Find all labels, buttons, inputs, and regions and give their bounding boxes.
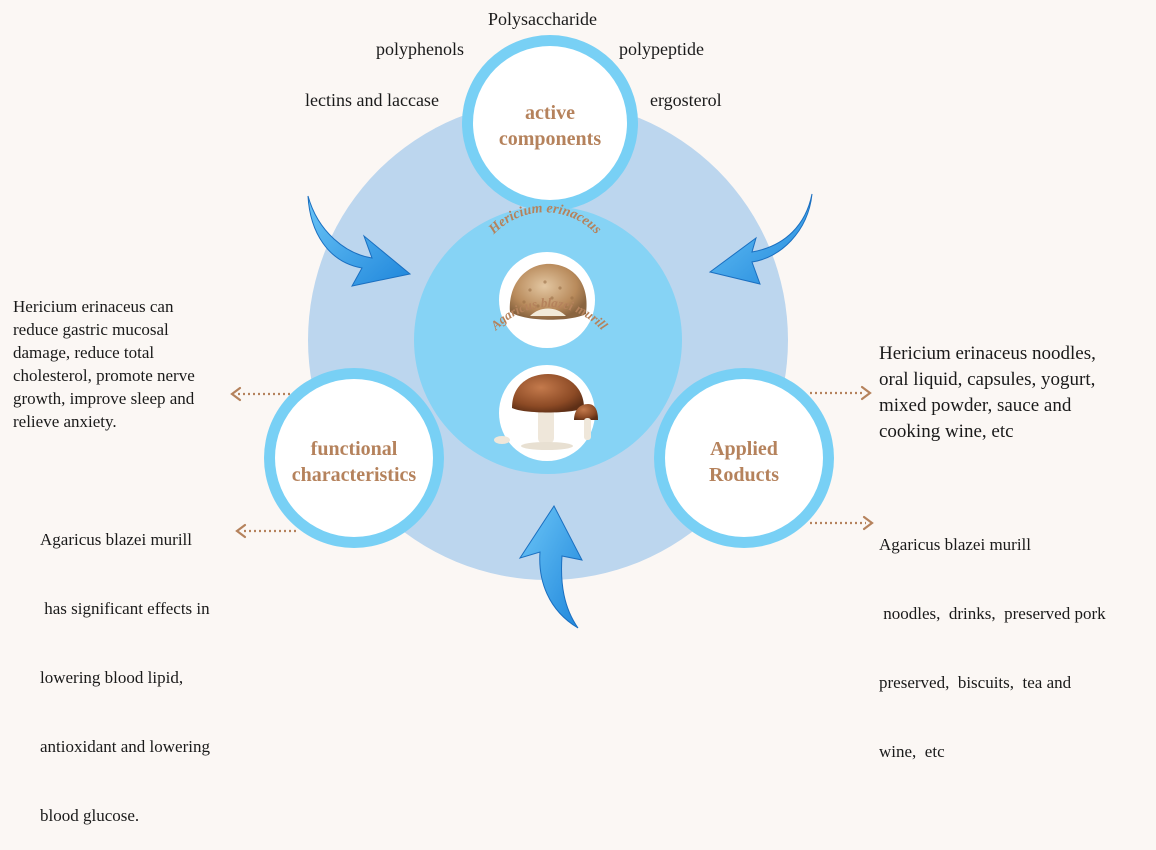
text-line: Agaricus blazei murill [879,535,1032,554]
node-active-line2: components [498,128,602,150]
arrowhead-right-2-icon [862,515,874,531]
connector-arrows [238,391,866,533]
text-line: cooking wine, etc [879,421,1014,442]
text-line: preserved, biscuits, tea and [879,673,1072,692]
diagram-canvas: Hericium erinaceus Agaricus blazei muril… [230,35,874,629]
node-applied-line1: Applied [710,438,778,460]
arrowhead-right-1-icon [860,385,872,401]
functional-agaricus-text: Agaricus blazei murill has significant e… [40,482,210,850]
text-line: cholesterol, promote nerve [13,366,195,385]
text-line: blood glucose. [40,806,140,825]
component-lectins-laccase: lectins and laccase [305,90,439,110]
text-line: oral liquid, capsules, yogurt, [879,369,1096,390]
node-applied [665,379,823,537]
text-line: lowering blood lipid, [40,668,184,687]
node-applied-line2: Roducts [708,464,779,486]
arrow-bottom-icon [518,505,583,629]
arrow-top-left-icon [307,195,412,287]
text-line: mixed powder, sauce and [879,395,1072,416]
text-line: reduce gastric mucosal [13,320,169,339]
node-functional-line2: characteristics [291,464,417,486]
text-line: antioxidant and lowering [40,737,210,756]
text-line: wine, etc [879,742,945,761]
text-line: damage, reduce total [13,343,155,362]
arrowhead-left-2-icon [235,523,247,539]
hericium-erinaceus-photo [499,252,595,348]
agaricus-blazei-murill-photo [494,365,598,461]
node-functional [275,379,433,537]
node-active-label: active components [470,100,630,152]
products-agaricus-text: Agaricus blazei murill noodles, drinks, … [879,487,1106,786]
products-hericium-text: Hericium erinaceus noodles, oral liquid,… [879,341,1096,445]
text-line: has significant effects in [40,599,210,618]
text-line: Hericium erinaceus noodles, [879,343,1096,364]
component-ergosterol: ergosterol [650,90,722,110]
component-polysaccharide: Polysaccharide [488,9,597,29]
text-line: growth, improve sleep and [13,389,195,408]
text-line: noodles, drinks, preserved pork [879,604,1106,623]
functional-hericium-text: Hericium erinaceus can reduce gastric mu… [13,295,195,433]
node-functional-line1: functional [310,438,398,460]
component-polyphenols: polyphenols [376,39,464,59]
text-line: relieve anxiety. [13,412,117,431]
arrow-top-right-icon [708,193,813,285]
arrowhead-left-1-icon [230,386,242,402]
component-polypeptide: polypeptide [619,39,704,59]
text-line: Hericium erinaceus can [13,297,174,316]
node-active-line1: active [525,102,575,124]
text-line: Agaricus blazei murill [40,530,193,549]
node-applied-label: Applied Roducts [664,436,824,488]
node-functional-label: functional characteristics [269,436,439,488]
node-active-components [473,46,627,200]
